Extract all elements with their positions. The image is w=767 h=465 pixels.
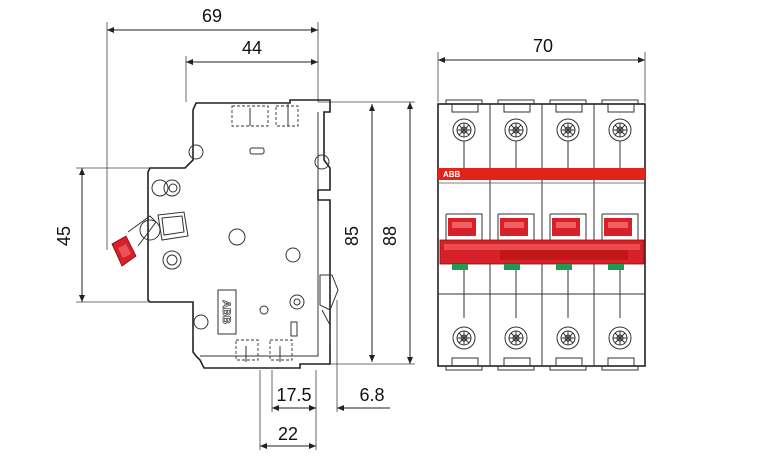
abb-side-logo-text: ABB — [220, 300, 232, 324]
dim-22-label: 22 — [278, 424, 298, 444]
bottom-terminal-row — [445, 357, 639, 371]
dim-70-label: 70 — [533, 36, 553, 56]
abb-side-logo: ABB — [217, 289, 237, 335]
dim-45-label: 45 — [54, 226, 74, 246]
brand-band — [438, 168, 645, 180]
front-view: 70 — [437, 36, 646, 371]
side-body-outline — [147, 99, 331, 369]
dim-6-8-label: 6.8 — [359, 385, 384, 405]
dim-88-label: 88 — [380, 226, 400, 246]
side-view: 69 44 45 85 88 17.5 6.8 22 — [54, 6, 415, 450]
brand-band-logo: ABB — [443, 170, 461, 179]
status-indicators — [452, 264, 624, 270]
dim-85-label: 85 — [342, 226, 362, 246]
dim-17-5-label: 17.5 — [276, 385, 311, 405]
top-terminal-row — [445, 99, 639, 113]
terminal-screws-bottom — [452, 326, 632, 350]
dim-69-label: 69 — [202, 6, 222, 26]
dim-44-label: 44 — [242, 38, 262, 58]
toggle-bar — [439, 218, 645, 265]
